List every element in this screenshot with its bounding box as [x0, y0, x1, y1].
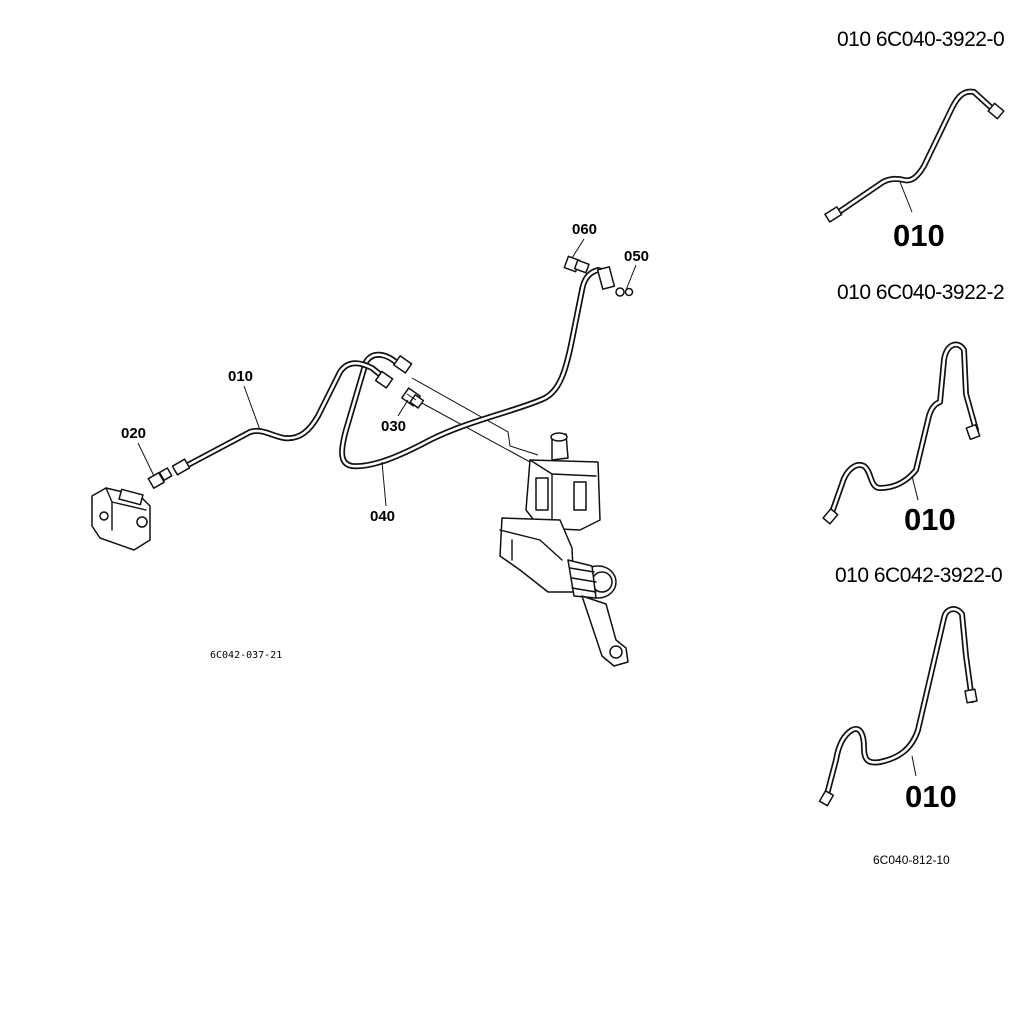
callout-060-label: 060	[572, 221, 597, 238]
variant-3-label: 010	[905, 779, 957, 814]
variant-2-label: 010	[904, 502, 956, 537]
pipe-010	[183, 360, 385, 469]
variant-2: 010 6C040-3922-2 010	[822, 281, 1005, 537]
callout-050-label: 050	[624, 248, 649, 265]
fitting-030	[401, 387, 425, 409]
variant-1-code: 010 6C040-3922-0	[837, 28, 1004, 51]
fitting-020	[147, 458, 191, 489]
variant-1: 010 6C040-3922-0 010	[824, 28, 1005, 253]
callout-030-label: 030	[381, 418, 406, 435]
reference-lines	[411, 377, 539, 463]
callout-020: 020	[121, 425, 155, 477]
variants-figure-code: 6C040-812-10	[873, 853, 950, 867]
callout-050: 050	[624, 248, 649, 291]
variant-3: 010 6C042-3922-0 010	[818, 564, 1003, 814]
callout-010-label: 010	[228, 368, 253, 385]
callout-020-label: 020	[121, 425, 146, 442]
callout-040-label: 040	[370, 508, 395, 525]
callout-040: 040	[370, 461, 395, 525]
callout-030: 030	[381, 399, 409, 435]
fitting-050	[596, 266, 634, 297]
variant-1-label: 010	[893, 218, 945, 253]
variant-2-code: 010 6C040-3922-2	[837, 281, 1004, 304]
callout-060: 060	[571, 221, 597, 259]
main-figure-code: 6C042-037-21	[210, 650, 282, 661]
pipe-040	[339, 267, 609, 470]
variant-3-code: 010 6C042-3922-0	[835, 564, 1002, 587]
main-assembly	[91, 255, 634, 667]
callout-010: 010	[228, 368, 261, 431]
fitting-060	[563, 255, 590, 274]
steering-unit	[499, 432, 629, 667]
fitting-upper-a	[374, 355, 413, 389]
valve-body	[91, 487, 151, 551]
